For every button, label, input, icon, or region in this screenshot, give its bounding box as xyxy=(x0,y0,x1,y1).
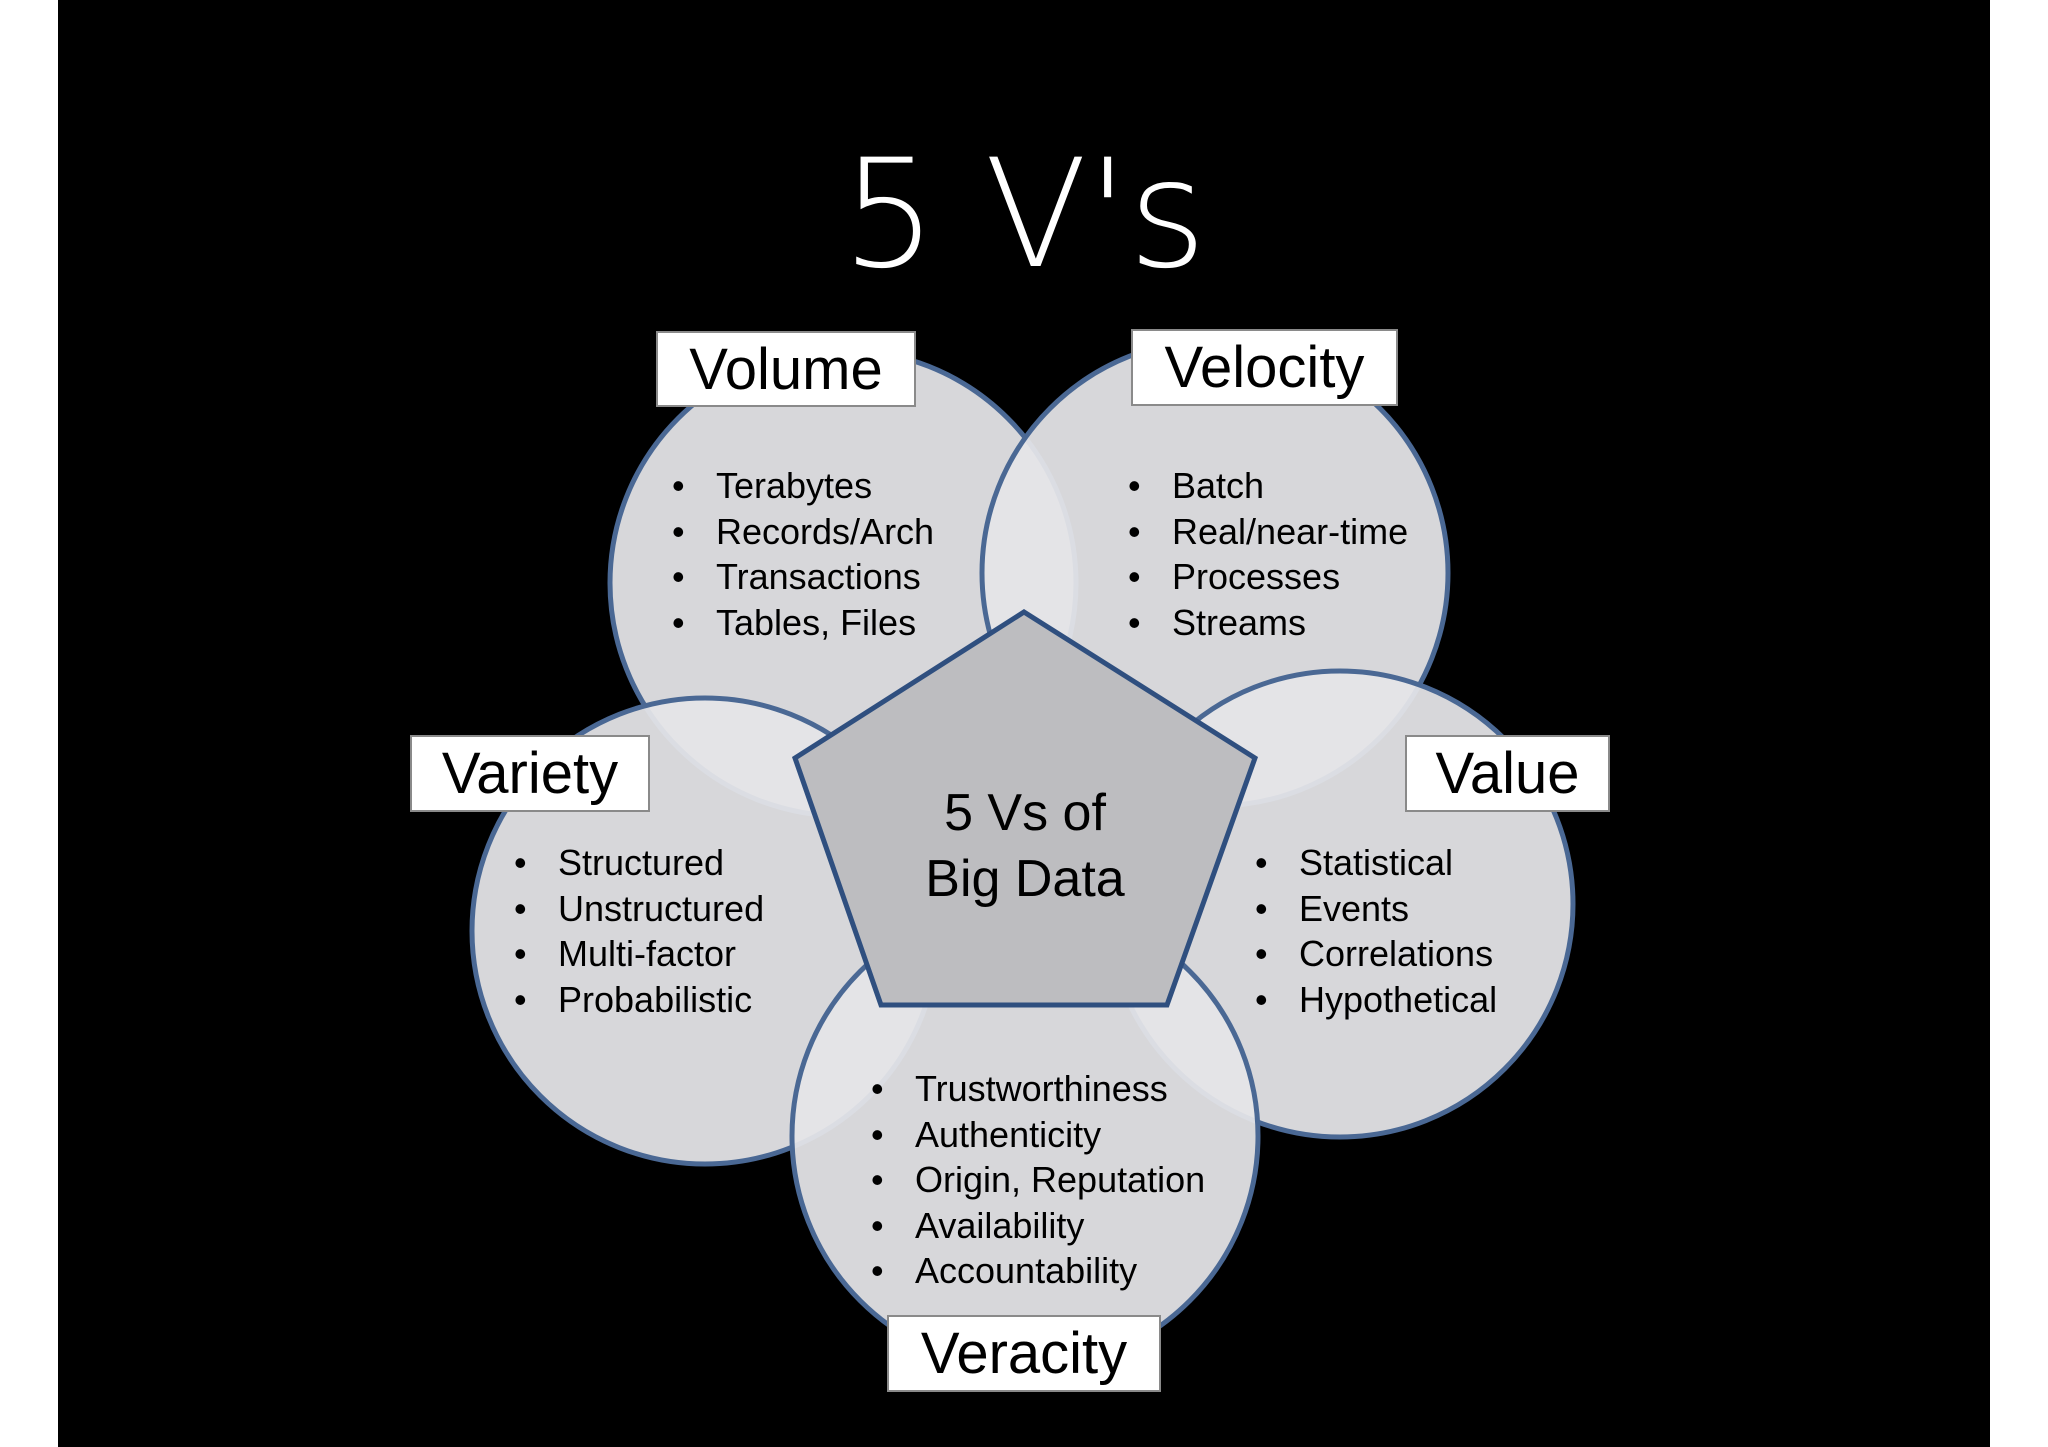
list-item: Batch xyxy=(1128,463,1408,509)
variety-label: Variety xyxy=(410,735,650,812)
center-label-line-1: 5 Vs of xyxy=(944,784,1106,842)
list-item: Accountability xyxy=(871,1248,1205,1294)
value-list: Statistical Events Correlations Hypothet… xyxy=(1255,840,1497,1022)
list-item: Streams xyxy=(1128,600,1408,646)
list-item: Availability xyxy=(871,1203,1205,1249)
center-label: 5 Vs of Big Data xyxy=(875,780,1175,912)
list-item: Events xyxy=(1255,886,1497,932)
list-item: Multi-factor xyxy=(514,931,764,977)
veracity-label: Veracity xyxy=(887,1315,1161,1392)
list-item: Processes xyxy=(1128,554,1408,600)
list-item: Unstructured xyxy=(514,886,764,932)
center-pentagon xyxy=(791,609,1259,1008)
velocity-list: Batch Real/near-time Processes Streams xyxy=(1128,463,1408,645)
velocity-label: Velocity xyxy=(1131,329,1398,406)
list-item: Trustworthiness xyxy=(871,1066,1205,1112)
center-label-line-2: Big Data xyxy=(925,850,1125,908)
list-item: Terabytes xyxy=(672,463,934,509)
list-item: Tables, Files xyxy=(672,600,934,646)
list-item: Authenticity xyxy=(871,1112,1205,1158)
list-item: Real/near-time xyxy=(1128,509,1408,555)
volume-list: Terabytes Records/Arch Transactions Tabl… xyxy=(672,463,934,645)
volume-label: Volume xyxy=(656,331,916,407)
veracity-list: Trustworthiness Authenticity Origin, Rep… xyxy=(871,1066,1205,1294)
list-item: Correlations xyxy=(1255,931,1497,977)
list-item: Transactions xyxy=(672,554,934,600)
list-item: Origin, Reputation xyxy=(871,1157,1205,1203)
list-item: Hypothetical xyxy=(1255,977,1497,1023)
list-item: Records/Arch xyxy=(672,509,934,555)
variety-list: Structured Unstructured Multi-factor Pro… xyxy=(514,840,764,1022)
list-item: Statistical xyxy=(1255,840,1497,886)
list-item: Structured xyxy=(514,840,764,886)
value-label: Value xyxy=(1405,735,1610,812)
list-item: Probabilistic xyxy=(514,977,764,1023)
page-title: 5 V's xyxy=(841,128,1207,302)
